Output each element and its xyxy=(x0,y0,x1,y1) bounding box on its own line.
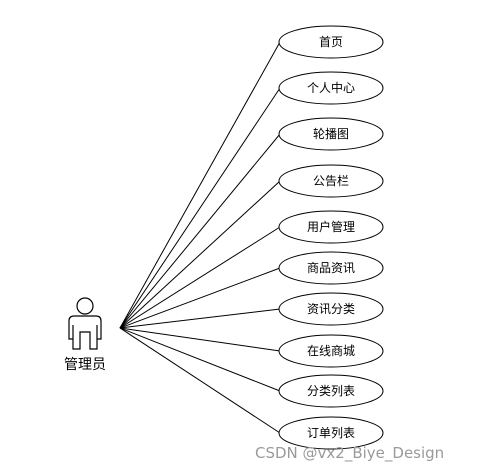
association-line xyxy=(119,133,281,329)
association-line xyxy=(119,327,281,434)
use-case: 资讯分类 xyxy=(278,292,384,326)
use-case: 商品资讯 xyxy=(278,251,384,285)
use-case-label: 资讯分类 xyxy=(307,302,355,316)
use-case: 首页 xyxy=(278,25,384,59)
use-case-label: 在线商城 xyxy=(307,343,355,358)
actor-administrator: 管理员 xyxy=(64,297,106,373)
use-case-ellipse xyxy=(278,25,384,59)
use-case-label: 公告栏 xyxy=(313,173,349,188)
use-case-label: 订单列表 xyxy=(307,426,355,440)
use-case-ellipse xyxy=(278,117,384,151)
use-case-ellipse xyxy=(278,164,384,198)
use-case: 轮播图 xyxy=(278,117,384,151)
use-case: 订单列表 xyxy=(278,416,384,450)
use-case-ellipse xyxy=(278,334,384,368)
use-case-label: 个人中心 xyxy=(307,80,355,95)
association-line xyxy=(119,226,281,329)
association-line xyxy=(119,267,281,329)
association-line xyxy=(119,327,281,352)
association-lines xyxy=(119,41,281,434)
use-case-label: 分类列表 xyxy=(307,384,355,398)
use-case-ellipse xyxy=(278,210,384,244)
person-icon xyxy=(68,297,102,350)
use-case-label: 首页 xyxy=(319,35,343,49)
use-case-ellipse xyxy=(278,292,384,326)
use-case-ellipse xyxy=(278,416,384,450)
association-line xyxy=(119,308,281,329)
use-case-label: 轮播图 xyxy=(313,127,349,141)
association-line xyxy=(119,180,281,329)
use-case-ellipse xyxy=(278,251,384,285)
use-case: 用户管理 xyxy=(278,210,384,244)
use-case-label: 商品资讯 xyxy=(307,260,355,275)
use-case-ellipse xyxy=(278,374,384,408)
use-case-ellipse xyxy=(278,71,384,105)
association-line xyxy=(119,87,281,329)
use-case: 分类列表 xyxy=(278,374,384,408)
actor-label: 管理员 xyxy=(64,357,106,373)
use-case: 公告栏 xyxy=(278,164,384,198)
use-case-label: 用户管理 xyxy=(307,219,355,234)
use-case: 个人中心 xyxy=(278,71,384,105)
use-case: 在线商城 xyxy=(278,334,384,368)
association-line xyxy=(119,327,281,392)
watermark-text: CSDN @vx2_Biye_Design xyxy=(255,444,445,462)
association-line xyxy=(119,41,281,329)
